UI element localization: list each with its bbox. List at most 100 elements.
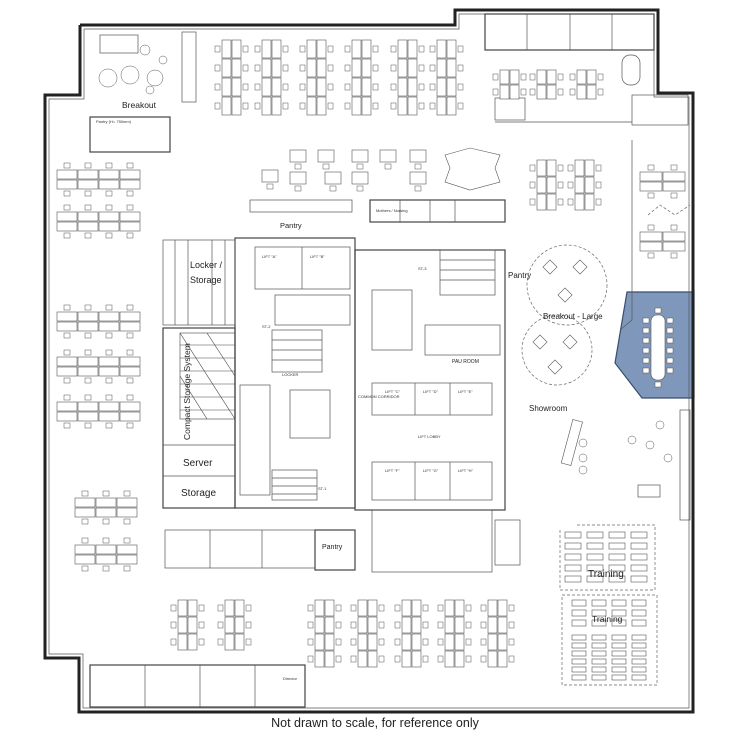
pantry-counter bbox=[249, 199, 353, 213]
desk bbox=[631, 634, 647, 641]
bottom-offices bbox=[89, 664, 306, 708]
desk bbox=[367, 599, 378, 617]
chair bbox=[327, 83, 334, 91]
label-lift-lobby: LIFT LOBBY bbox=[418, 434, 441, 439]
desk bbox=[639, 231, 663, 242]
chair bbox=[422, 621, 429, 629]
desk bbox=[509, 69, 520, 85]
label-st3: ST-3 bbox=[418, 266, 427, 271]
label-pantry-top-left: Pantry (H= 750mm) bbox=[96, 119, 132, 124]
desk bbox=[411, 616, 422, 634]
desk bbox=[177, 616, 188, 634]
star-cluster-desk bbox=[444, 147, 501, 191]
chair bbox=[282, 45, 289, 53]
chair bbox=[126, 162, 134, 169]
chair bbox=[529, 164, 536, 172]
chair bbox=[242, 102, 249, 110]
desk bbox=[639, 171, 663, 182]
desk bbox=[187, 633, 198, 651]
desk bbox=[499, 84, 510, 100]
label-lift-g: LIFT "G" bbox=[423, 468, 439, 473]
chair bbox=[378, 604, 385, 612]
chair bbox=[102, 537, 110, 544]
desk bbox=[631, 666, 647, 673]
label-lift-c: LIFT "C" bbox=[385, 389, 401, 394]
desk bbox=[571, 609, 587, 617]
chair bbox=[123, 565, 131, 572]
chair bbox=[242, 83, 249, 91]
desk bbox=[77, 169, 99, 180]
chair bbox=[126, 332, 134, 339]
chair bbox=[322, 163, 330, 170]
chair bbox=[529, 198, 536, 206]
chair bbox=[81, 565, 89, 572]
chair bbox=[335, 638, 342, 646]
desk bbox=[509, 84, 520, 100]
desk bbox=[409, 149, 427, 163]
desk bbox=[630, 564, 648, 572]
chair bbox=[126, 204, 134, 211]
chair bbox=[217, 638, 224, 646]
desk bbox=[361, 77, 372, 97]
desk bbox=[56, 221, 78, 232]
desk bbox=[630, 575, 648, 583]
desk bbox=[631, 642, 647, 649]
chair bbox=[105, 422, 113, 429]
label-showroom: Showroom bbox=[529, 404, 568, 413]
desk bbox=[499, 69, 510, 85]
desk bbox=[586, 84, 597, 100]
desk bbox=[411, 650, 422, 668]
chair bbox=[105, 190, 113, 197]
desk bbox=[571, 674, 587, 681]
desk bbox=[74, 544, 96, 555]
desk bbox=[611, 650, 627, 657]
desk bbox=[444, 599, 455, 617]
label-breakout-large: Breakout - Large bbox=[543, 312, 603, 321]
desk bbox=[497, 650, 508, 668]
chair bbox=[647, 224, 655, 231]
desk bbox=[564, 553, 582, 561]
desk bbox=[324, 171, 342, 185]
chair bbox=[508, 621, 515, 629]
chair bbox=[372, 45, 379, 53]
chair bbox=[307, 621, 314, 629]
chair bbox=[670, 252, 678, 259]
chair bbox=[299, 83, 306, 91]
desk bbox=[611, 658, 627, 665]
chair bbox=[557, 164, 564, 172]
desk bbox=[324, 616, 335, 634]
desk bbox=[56, 356, 78, 367]
chair bbox=[422, 638, 429, 646]
chair bbox=[356, 185, 364, 192]
chair bbox=[63, 162, 71, 169]
chair bbox=[105, 349, 113, 356]
chair bbox=[378, 621, 385, 629]
desk bbox=[119, 321, 141, 332]
desk bbox=[119, 221, 141, 232]
desk bbox=[234, 616, 245, 634]
desk bbox=[446, 96, 457, 116]
desk bbox=[591, 666, 607, 673]
chair bbox=[597, 88, 604, 96]
desk bbox=[261, 169, 279, 183]
desk bbox=[564, 531, 582, 539]
desk bbox=[56, 311, 78, 322]
desk bbox=[98, 221, 120, 232]
chair bbox=[390, 102, 397, 110]
desk bbox=[351, 149, 369, 163]
chair bbox=[299, 102, 306, 110]
desk bbox=[361, 39, 372, 59]
chair bbox=[327, 64, 334, 72]
chair bbox=[344, 83, 351, 91]
desk bbox=[98, 211, 120, 222]
desk bbox=[231, 39, 242, 59]
chair bbox=[84, 394, 92, 401]
label-training-2: Training bbox=[592, 614, 623, 624]
label-st1: ST-1 bbox=[318, 486, 327, 491]
desk bbox=[576, 69, 587, 85]
chair bbox=[567, 181, 574, 189]
desk bbox=[77, 179, 99, 190]
desk bbox=[357, 633, 368, 651]
desk bbox=[98, 366, 120, 377]
chair bbox=[217, 621, 224, 629]
